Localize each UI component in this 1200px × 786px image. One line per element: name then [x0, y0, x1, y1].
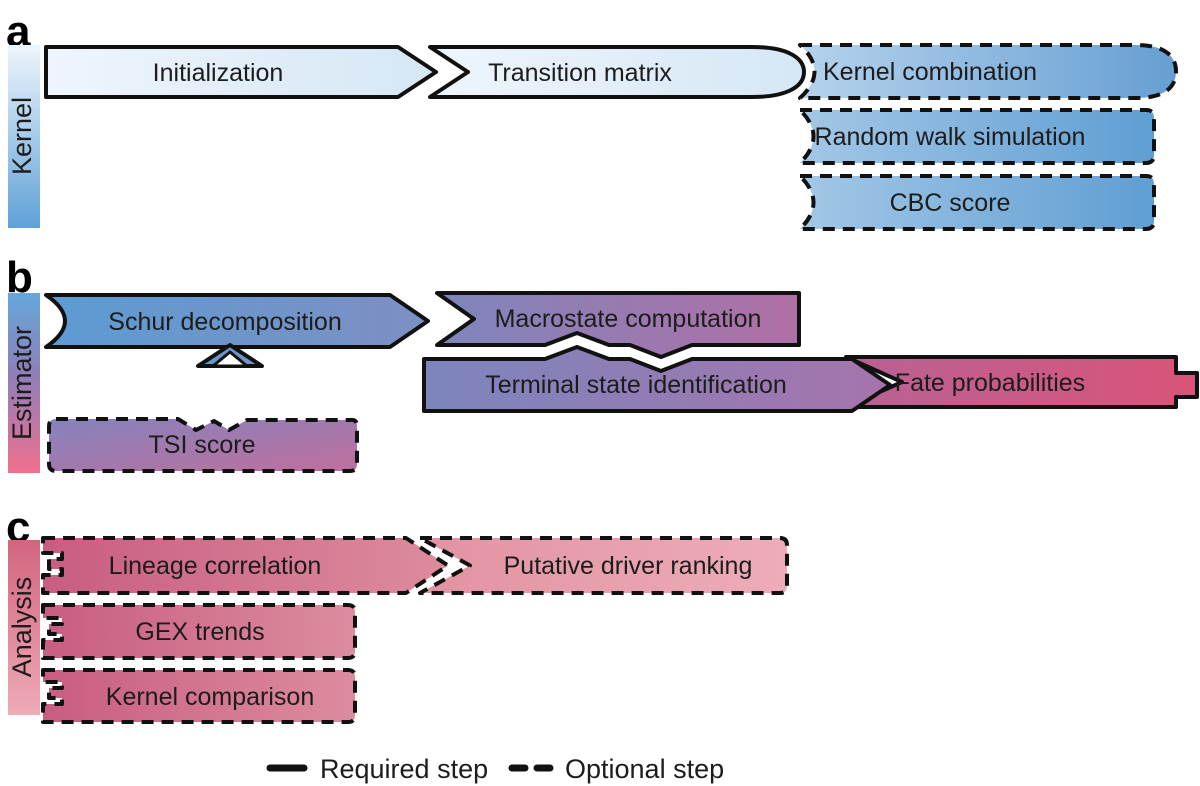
tsi-score-label: TSI score: [149, 431, 256, 459]
schur-label: Schur decomposition: [108, 308, 341, 336]
initialization-label: Initialization: [153, 59, 284, 87]
panel-b: b Estimator Schur decomposition Macrosta…: [6, 253, 1199, 473]
schur-connector-notch: [211, 350, 249, 368]
kernel-sidebar-bar: [8, 45, 40, 228]
cbc-score-step: [798, 174, 1156, 231]
terminal-state-step: [422, 345, 892, 413]
kernel-comparison-step: [41, 668, 357, 724]
gex-trends-label: GEX trends: [135, 618, 264, 646]
lineage-correlation-label: Lineage correlation: [109, 552, 322, 580]
cbc-score-label: CBC score: [890, 189, 1011, 217]
putative-driver-label: Putative driver ranking: [504, 552, 753, 580]
kernel-comparison-label: Kernel comparison: [106, 683, 314, 711]
panel-a: a Kernel Initialization Transition matri…: [6, 7, 1178, 231]
optional-step-label: Optional step: [565, 754, 724, 784]
lineage-correlation-step: [41, 536, 450, 595]
random-walk-label: Random walk simulation: [815, 123, 1086, 151]
terminal-state-label: Terminal state identification: [485, 371, 787, 399]
panel-c: c Analysis Lineage correlation Putative …: [6, 503, 789, 724]
transition-matrix-step: [428, 45, 806, 99]
random-walk-step: [798, 108, 1156, 165]
macrostate-step: [435, 291, 801, 359]
transition-matrix-label: Transition matrix: [488, 59, 672, 87]
analysis-sidebar-label: Analysis: [7, 577, 37, 678]
required-step-label: Required step: [320, 754, 488, 784]
putative-driver-step: [418, 536, 789, 595]
kernel-combination-label: Kernel combination: [823, 58, 1037, 86]
fate-probabilities-label: Fate probabilities: [895, 369, 1085, 397]
kernel-combination-step: [798, 43, 1178, 100]
gex-trends-step: [41, 603, 357, 660]
tsi-score-step: [47, 417, 359, 473]
estimator-sidebar-label: Estimator: [7, 326, 37, 440]
macrostate-label: Macrostate computation: [495, 305, 762, 333]
analysis-sidebar-bar: [8, 540, 40, 715]
schur-step: [44, 293, 430, 349]
legend: Required step Optional step: [266, 754, 724, 784]
estimator-sidebar-bar: [8, 293, 40, 473]
initialization-step: [44, 45, 438, 99]
kernel-sidebar-label: Kernel: [7, 97, 37, 175]
